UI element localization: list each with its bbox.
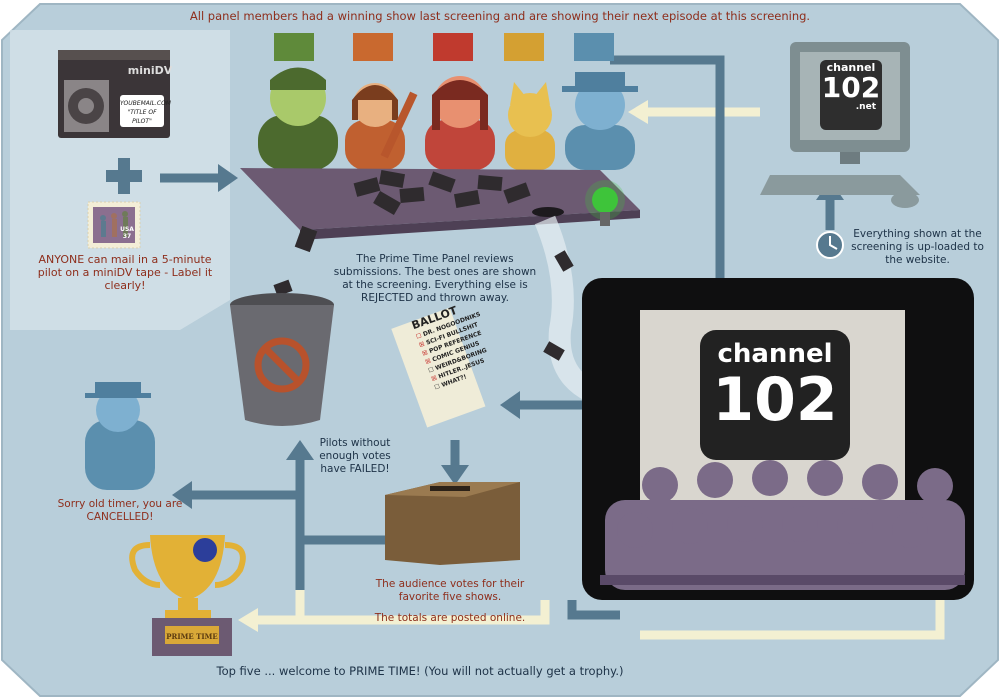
ballot-paper xyxy=(391,307,486,428)
table-hole xyxy=(532,207,564,217)
website-logo: channel 102 .net xyxy=(820,61,882,113)
audience-silhouettes xyxy=(605,460,965,590)
theater-seats xyxy=(600,575,965,585)
no-symbol-icon xyxy=(254,337,310,393)
lightbulb-icon xyxy=(585,180,625,226)
stamp-value: 37 xyxy=(122,233,132,240)
website-caption: Everything shown at the screening is up-… xyxy=(851,228,984,266)
submission-caption: ANYONE can mail in a 5-minute pilot on a… xyxy=(37,253,213,292)
stamp-label: USA 37 xyxy=(118,226,136,240)
panel-member-5 xyxy=(562,72,638,170)
panel-member-1 xyxy=(258,67,338,170)
footer-caption: Top five ... welcome to PRIME TIME! (You… xyxy=(216,664,624,678)
tape-label-title: "TITLE OF PILOT" xyxy=(127,109,157,125)
flow-pipes xyxy=(160,55,835,620)
stamp-country: USA xyxy=(120,226,134,233)
website-logo-number: 102 xyxy=(821,71,881,104)
channel-102-logo xyxy=(700,330,850,460)
minidv-tape-icon xyxy=(58,50,170,138)
panel-member-2 xyxy=(345,83,418,170)
tape-brand: miniDV xyxy=(127,64,173,77)
header-caption: All panel members had a winning show las… xyxy=(189,9,811,23)
submitted-tapes xyxy=(353,170,531,216)
panel-tapes xyxy=(274,33,614,61)
ballot-box-icon xyxy=(385,482,520,565)
failed-caption: Pilots without enough votes have FAILED! xyxy=(319,437,391,475)
screen-logo-word: channel xyxy=(717,339,833,369)
trophy-icon xyxy=(129,535,246,656)
totals-caption: The totals are posted online. xyxy=(374,612,526,624)
arrow-icon xyxy=(238,608,258,632)
votes-caption: The audience votes for their favorite fi… xyxy=(375,578,525,603)
website-logo-tld: .net xyxy=(855,102,876,112)
trophy-plaque: PRIME TIME xyxy=(166,632,218,641)
trash-can-icon xyxy=(230,293,334,426)
website-logo-word: channel xyxy=(826,61,876,74)
arrow-icon xyxy=(628,100,648,124)
tape-label: YOUBEMAIL.COM "TITLE OF PILOT" xyxy=(120,99,171,126)
blue-ribbon-icon xyxy=(193,538,217,562)
tape-label-email: YOUBEMAIL.COM xyxy=(120,100,171,107)
screen-logo: channel 102 xyxy=(700,340,850,432)
panel-caption: The Prime Time Panel reviews submissions… xyxy=(333,253,537,304)
computer-monitor-icon xyxy=(760,42,920,208)
panel-member-3 xyxy=(425,76,495,170)
panel-member-4 xyxy=(505,82,555,170)
postage-stamp-icon xyxy=(87,201,141,249)
cancelled-man-icon xyxy=(85,382,155,490)
screen-logo-number: 102 xyxy=(712,365,838,435)
cancelled-caption: Sorry old timer, you are CANCELLED! xyxy=(57,498,183,523)
